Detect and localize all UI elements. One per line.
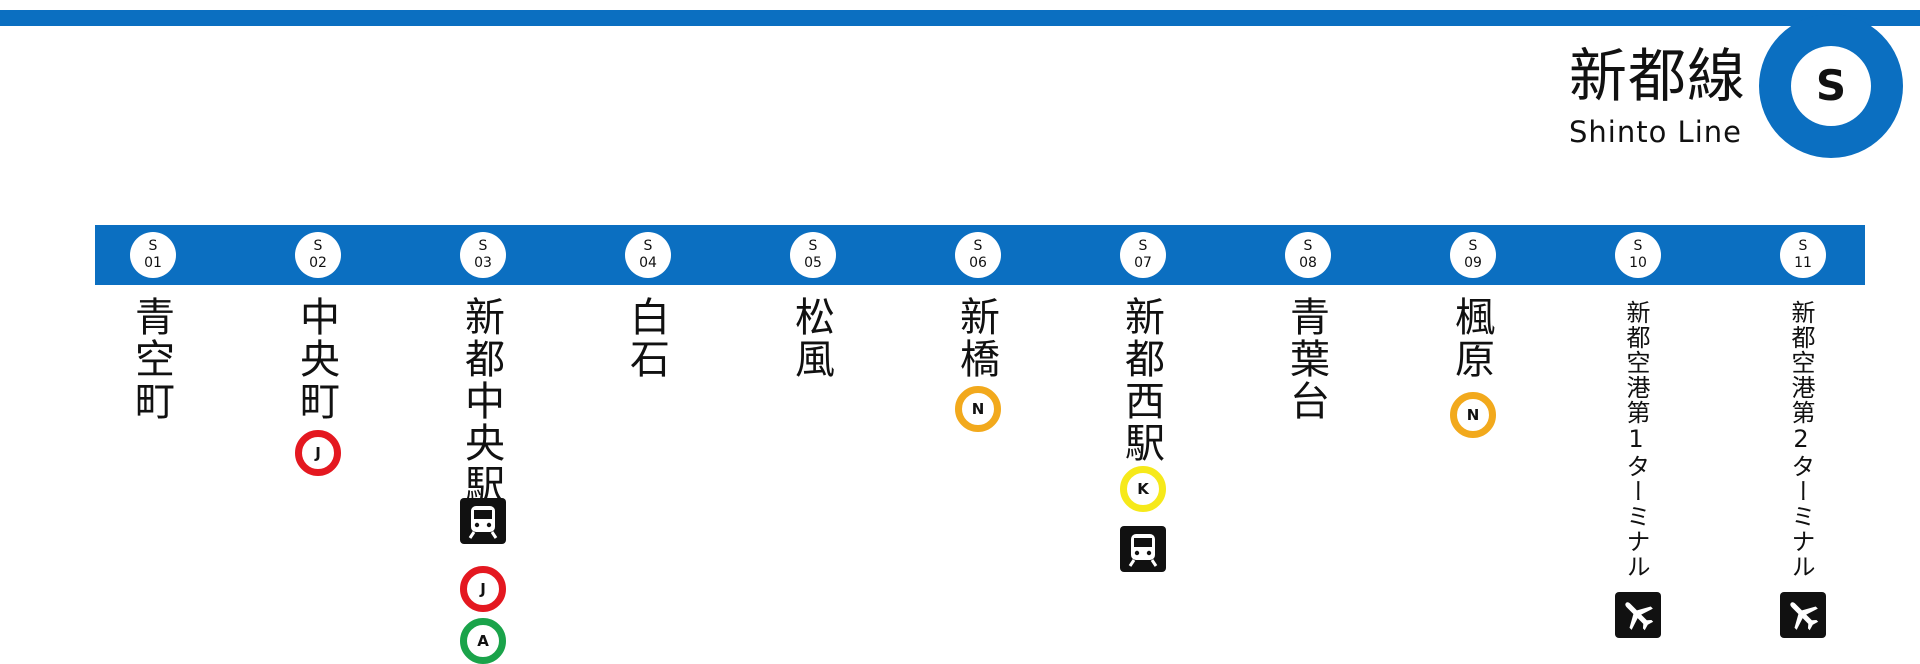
transfer-line-badge: K — [1120, 466, 1166, 512]
station-number: 09 — [1464, 255, 1482, 271]
line-logo: S — [1759, 14, 1903, 158]
station-code: S — [643, 238, 653, 254]
station-code: S — [1633, 238, 1643, 254]
station-code: S — [148, 238, 158, 254]
train-icon — [1120, 526, 1166, 572]
station-name: 白石 — [623, 296, 669, 380]
station-code: S — [478, 238, 488, 254]
station-number: 06 — [969, 255, 987, 271]
station-number: 10 — [1629, 255, 1647, 271]
station-code: S — [1468, 238, 1478, 254]
station-number: 02 — [309, 255, 327, 271]
line-name-jp: 新都線 — [1568, 42, 1746, 110]
station-name: 中央町 — [293, 296, 339, 422]
station-name: 新都西駅 — [1118, 296, 1164, 464]
top-stripe — [0, 10, 1920, 26]
transfer-line-badge: N — [1450, 392, 1496, 438]
airplane-icon — [1780, 592, 1826, 638]
station-name: 新都空港第1ターミナル — [1622, 300, 1650, 579]
station-number: 03 — [474, 255, 492, 271]
station-number: 01 — [144, 255, 162, 271]
station-name: 新都中央駅 — [458, 296, 504, 506]
transfer-line-badge: J — [460, 566, 506, 612]
station-name: 松風 — [788, 296, 834, 380]
station-code: S — [1798, 238, 1808, 254]
station-number: 11 — [1794, 255, 1812, 271]
station-number: 05 — [804, 255, 822, 271]
transfer-line-badge: N — [955, 386, 1001, 432]
train-icon — [460, 498, 506, 544]
station-code: S — [808, 238, 818, 254]
station-name: 青空町 — [128, 296, 174, 422]
station-number: 07 — [1134, 255, 1152, 271]
station-number: 04 — [639, 255, 657, 271]
station-number: 08 — [1299, 255, 1317, 271]
line-title: 新都線 Shinto Line — [1569, 44, 1746, 150]
airplane-icon — [1615, 592, 1661, 638]
station-name: 青葉台 — [1283, 296, 1329, 422]
station-name: 楓原 — [1448, 296, 1494, 380]
station-code: S — [1303, 238, 1313, 254]
transfer-line-badge: J — [295, 430, 341, 476]
station-code: S — [313, 238, 323, 254]
line-name-en: Shinto Line — [1568, 115, 1742, 149]
line-symbol: S — [1791, 46, 1871, 126]
station-code: S — [973, 238, 983, 254]
station-name: 新橋 — [953, 296, 999, 380]
station-code: S — [1138, 238, 1148, 254]
station-name: 新都空港第2ターミナル — [1787, 300, 1815, 579]
transfer-line-badge: A — [460, 618, 506, 664]
